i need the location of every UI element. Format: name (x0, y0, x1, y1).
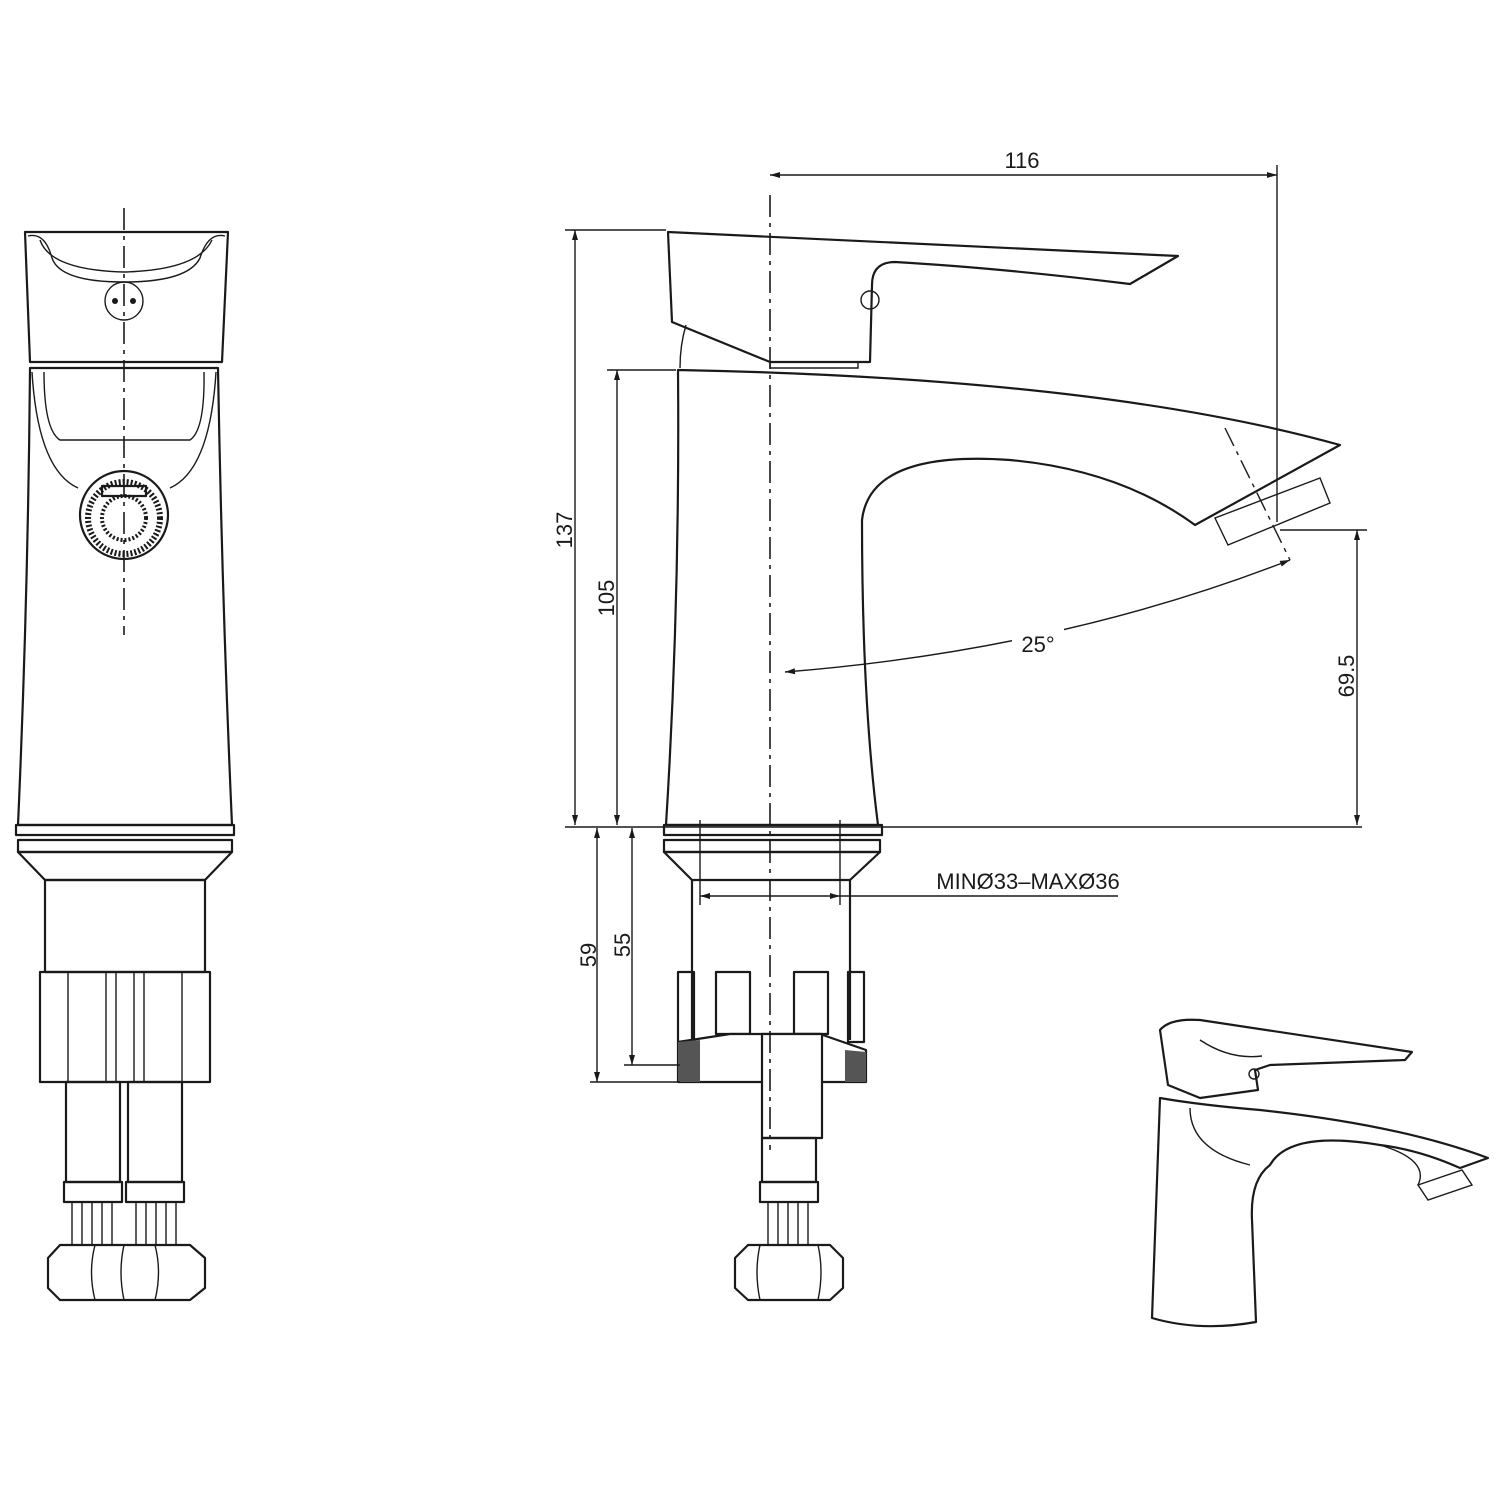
front-handle (23, 230, 230, 364)
hose-left (64, 1080, 122, 1184)
front-hex-nut (46, 1243, 207, 1302)
side-body (664, 368, 1342, 827)
dim-55: 55 (610, 933, 635, 957)
side-aerator (1214, 477, 1331, 546)
front-body (16, 366, 234, 827)
dim-hole-diameter: MINØ33–MAXØ36 (936, 869, 1119, 894)
dimensions: 116 137 105 69.5 25° MINØ33–MAXØ36 59 55 (552, 148, 1367, 1083)
hose-right (126, 1080, 184, 1184)
front-view (14, 208, 236, 1302)
side-handle (666, 230, 1180, 364)
dim-angle-25: 25° (1021, 632, 1054, 657)
side-view (662, 195, 1342, 1302)
isometric-view (1150, 1018, 1490, 1328)
handle-screw-icon (104, 281, 144, 321)
dim-105: 105 (594, 580, 619, 617)
dim-59: 59 (576, 943, 601, 967)
dim-116: 116 (1004, 148, 1039, 173)
iso-body (1150, 1096, 1490, 1328)
iso-aerator (1416, 1169, 1474, 1201)
side-stud (760, 1032, 824, 1140)
dim-69-5: 69.5 (1334, 655, 1359, 698)
iso-handle (1158, 1018, 1414, 1100)
front-nut (38, 970, 212, 1084)
side-hex-nut (733, 1243, 845, 1302)
dim-137: 137 (552, 512, 577, 549)
